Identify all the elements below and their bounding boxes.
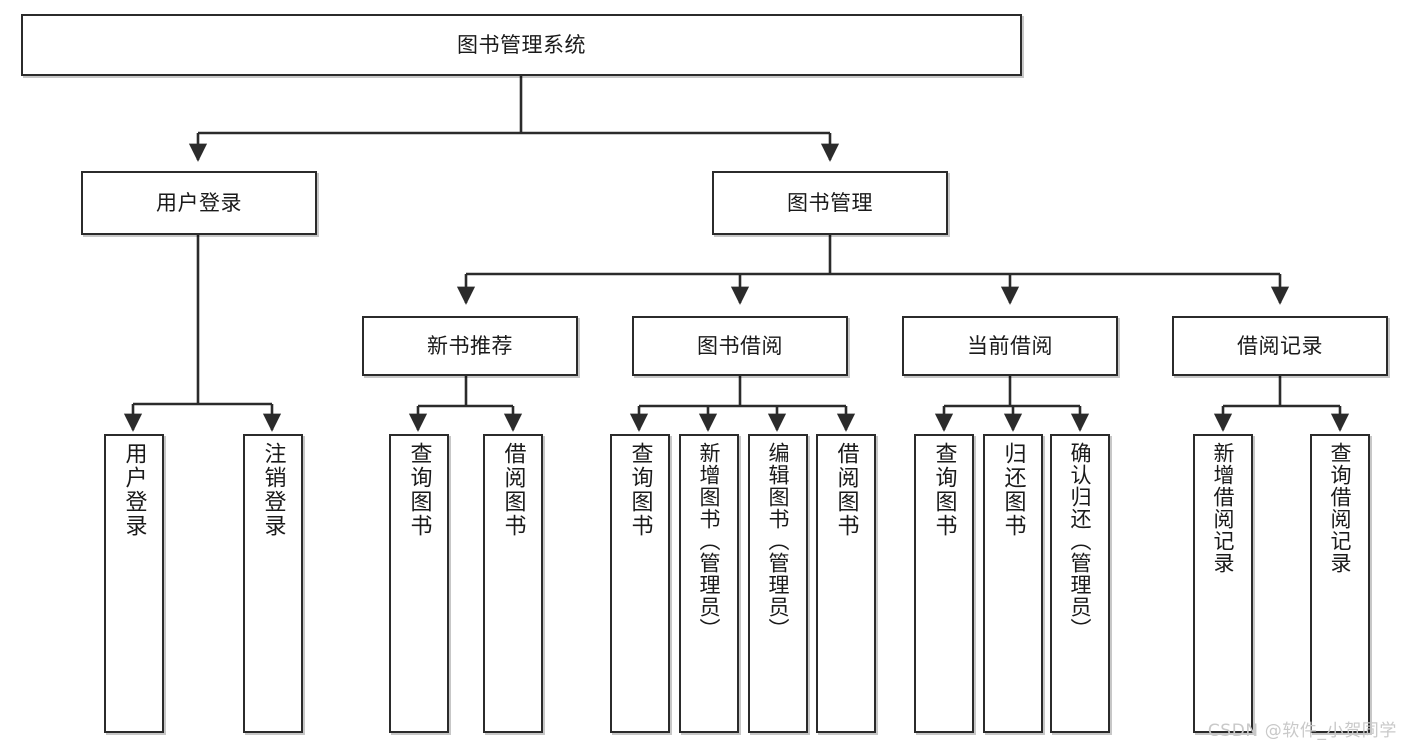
node-leaf-add-book-label: 新增图书（管理员） bbox=[697, 442, 722, 640]
node-book-management-label: 图书管理 bbox=[787, 190, 873, 215]
node-leaf-query-book-3-label: 查询图书 bbox=[931, 442, 957, 538]
node-leaf-edit-book-label: 编辑图书（管理员） bbox=[766, 442, 791, 640]
node-borrow-record[interactable]: 借阅记录 bbox=[1172, 316, 1388, 376]
node-new-book-recommend[interactable]: 新书推荐 bbox=[362, 316, 578, 376]
node-current-borrow[interactable]: 当前借阅 bbox=[902, 316, 1118, 376]
node-borrow-record-label: 借阅记录 bbox=[1237, 333, 1323, 358]
node-leaf-borrow-book-1-label: 借阅图书 bbox=[500, 442, 526, 538]
node-leaf-confirm-return-label: 确认归还（管理员） bbox=[1068, 442, 1093, 640]
node-root-label: 图书管理系统 bbox=[457, 32, 586, 57]
node-book-management[interactable]: 图书管理 bbox=[712, 171, 948, 235]
node-leaf-add-record-label: 新增借阅记录 bbox=[1211, 442, 1236, 574]
node-leaf-borrow-book-1[interactable]: 借阅图书 bbox=[483, 434, 543, 733]
node-leaf-logout-login-label: 注销登录 bbox=[260, 442, 286, 538]
node-new-book-recommend-label: 新书推荐 bbox=[427, 333, 513, 358]
node-leaf-query-book-2-label: 查询图书 bbox=[627, 442, 653, 538]
node-leaf-query-record-label: 查询借阅记录 bbox=[1328, 442, 1353, 574]
node-leaf-add-record[interactable]: 新增借阅记录 bbox=[1193, 434, 1253, 733]
node-book-borrow[interactable]: 图书借阅 bbox=[632, 316, 848, 376]
node-leaf-query-book-2[interactable]: 查询图书 bbox=[610, 434, 670, 733]
node-leaf-logout-login[interactable]: 注销登录 bbox=[243, 434, 303, 733]
node-user-login[interactable]: 用户登录 bbox=[81, 171, 317, 235]
node-leaf-user-login-label: 用户登录 bbox=[121, 442, 147, 538]
node-leaf-borrow-book-2-label: 借阅图书 bbox=[833, 442, 859, 538]
node-root[interactable]: 图书管理系统 bbox=[21, 14, 1022, 76]
node-leaf-edit-book[interactable]: 编辑图书（管理员） bbox=[748, 434, 808, 733]
node-leaf-query-book-1[interactable]: 查询图书 bbox=[389, 434, 449, 733]
node-leaf-user-login[interactable]: 用户登录 bbox=[104, 434, 164, 733]
node-leaf-return-book-label: 归还图书 bbox=[1000, 442, 1026, 538]
node-leaf-query-record[interactable]: 查询借阅记录 bbox=[1310, 434, 1370, 733]
node-leaf-add-book[interactable]: 新增图书（管理员） bbox=[679, 434, 739, 733]
node-leaf-query-book-3[interactable]: 查询图书 bbox=[914, 434, 974, 733]
node-leaf-return-book[interactable]: 归还图书 bbox=[983, 434, 1043, 733]
node-user-login-label: 用户登录 bbox=[156, 190, 242, 215]
node-leaf-borrow-book-2[interactable]: 借阅图书 bbox=[816, 434, 876, 733]
node-current-borrow-label: 当前借阅 bbox=[967, 333, 1053, 358]
node-book-borrow-label: 图书借阅 bbox=[697, 333, 783, 358]
node-leaf-confirm-return[interactable]: 确认归还（管理员） bbox=[1050, 434, 1110, 733]
node-leaf-query-book-1-label: 查询图书 bbox=[406, 442, 432, 538]
